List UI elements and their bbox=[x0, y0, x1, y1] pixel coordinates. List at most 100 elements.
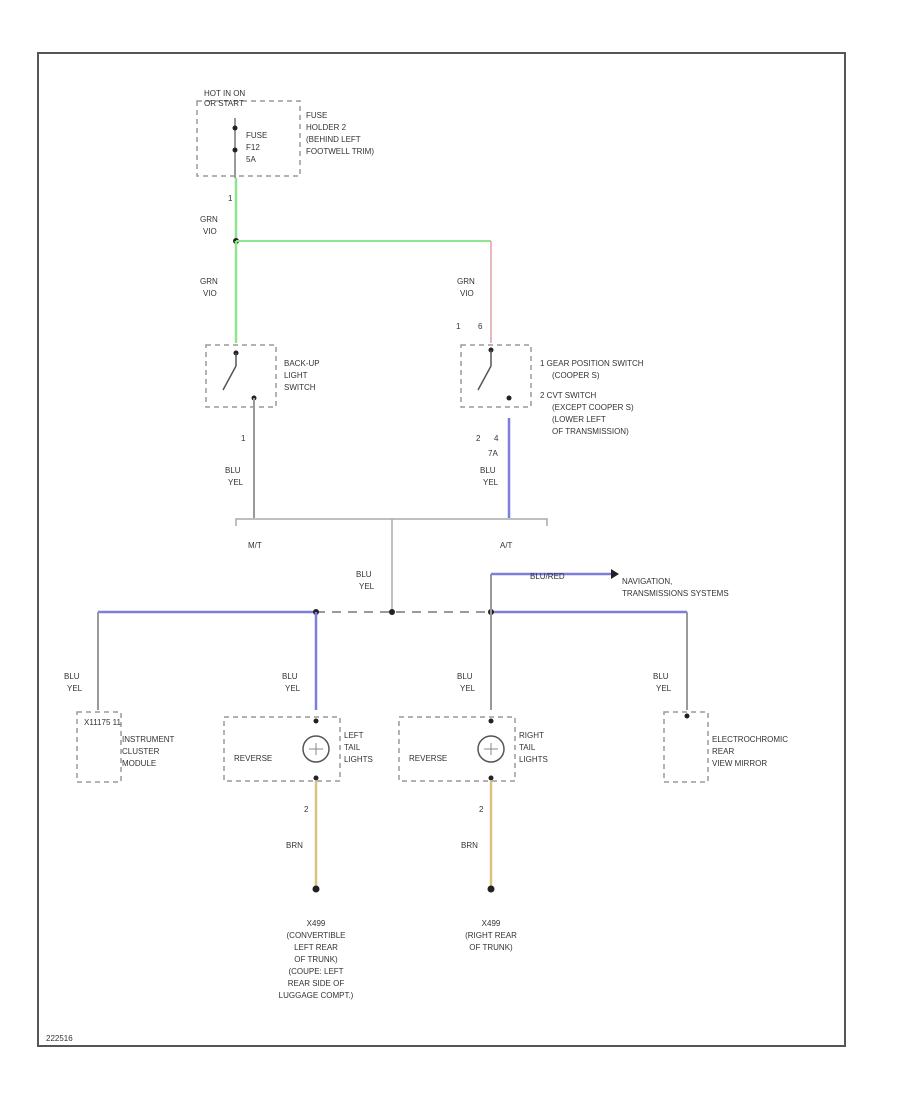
fuse-label-line2: F12 bbox=[246, 143, 260, 152]
instrument-cluster-module: X11175 11 INSTRUMENT CLUSTER MODULE bbox=[76, 711, 175, 783]
gear-switch-pin-bottom-c: 7A bbox=[488, 449, 498, 458]
gear-switch-line6: OF TRANSMISSION) bbox=[552, 427, 629, 436]
gear-switch-line4: (EXCEPT COOPER S) bbox=[552, 403, 634, 412]
wire-label-blu-mirror: BLU bbox=[653, 672, 669, 681]
left-tail-line1: LEFT bbox=[344, 731, 364, 740]
wire-label-yel-at: YEL bbox=[483, 478, 499, 487]
right-tail-terminal-bottom bbox=[488, 775, 494, 781]
wire-label-brn-left: BRN bbox=[286, 841, 303, 850]
right-tail-lights: REVERSE RIGHT TAIL LIGHTS 2 BRN bbox=[398, 716, 548, 893]
left-tail-pin: 2 bbox=[304, 805, 309, 814]
left-ground-line3: LEFT REAR bbox=[294, 943, 338, 952]
fuse-holder-line2: HOLDER 2 bbox=[306, 123, 347, 132]
left-ground-line7: LUGGAGE COMPT.) bbox=[279, 991, 354, 1000]
left-tail-terminal-bottom bbox=[313, 775, 319, 781]
left-ground-line2: (CONVERTIBLE bbox=[287, 931, 346, 940]
right-tail-line3: LIGHTS bbox=[519, 755, 548, 764]
gear-switch-line1: 1 GEAR POSITION SWITCH bbox=[540, 359, 644, 368]
gear-switch-pin-top-a: 1 bbox=[456, 322, 461, 331]
option-label-mt: M/T bbox=[248, 541, 262, 550]
gear-switch-line2: (COOPER S) bbox=[552, 371, 600, 380]
instrument-cluster-line3: MODULE bbox=[122, 759, 156, 768]
wire-label-blu-red: BLU/RED bbox=[530, 572, 565, 581]
wire-label-blu-rt: BLU bbox=[457, 672, 473, 681]
mirror-line3: VIEW MIRROR bbox=[712, 759, 767, 768]
diagram-frame bbox=[37, 52, 846, 1047]
left-tail-outline bbox=[223, 716, 341, 782]
wire-label-blu-ic: BLU bbox=[64, 672, 80, 681]
ground-node-right bbox=[487, 885, 495, 893]
left-reverse-bulb-icon bbox=[302, 735, 330, 763]
fuse-holder-outline bbox=[196, 100, 301, 177]
wire-label-yel-mt: YEL bbox=[228, 478, 244, 487]
wire-label-yel-lt: YEL bbox=[285, 684, 301, 693]
fuse-terminal-top bbox=[232, 125, 238, 131]
wire-label-blu-center: BLU bbox=[356, 570, 372, 579]
gear-switch-line3: 2 CVT SWITCH bbox=[540, 391, 597, 400]
gear-switch-terminal-bottom bbox=[506, 395, 512, 401]
backup-switch-outline bbox=[205, 344, 277, 408]
right-bulb-filament bbox=[484, 743, 498, 755]
left-ground-line6: REAR SIDE OF bbox=[288, 979, 345, 988]
gear-position-switch: 1 6 1 GEAR POSITION SWITCH (COOPER S) 2 … bbox=[456, 322, 644, 518]
mirror-line2: REAR bbox=[712, 747, 734, 756]
left-tail-terminal-top bbox=[313, 718, 319, 724]
fuse-label-line3: 5A bbox=[246, 155, 256, 164]
wire-label-brn-right: BRN bbox=[461, 841, 478, 850]
footer-code: 222516 bbox=[46, 1034, 73, 1043]
navigation-line2: TRANSMISSIONS SYSTEMS bbox=[622, 589, 729, 598]
right-reverse-bulb-icon bbox=[477, 735, 505, 763]
wire-label-yel-mirror: YEL bbox=[656, 684, 672, 693]
right-tail-reverse: REVERSE bbox=[409, 754, 447, 763]
fuse-output-pin: 1 bbox=[228, 194, 233, 203]
right-ground-label: X499 (RIGHT REAR OF TRUNK) bbox=[465, 919, 517, 952]
wire-label-yel-ic: YEL bbox=[67, 684, 83, 693]
splice-center bbox=[389, 609, 395, 615]
wire-label-yel-rt: YEL bbox=[460, 684, 476, 693]
gear-switch-outline bbox=[460, 344, 532, 408]
wire-label-blu-lt: BLU bbox=[282, 672, 298, 681]
fuse-header-line1: HOT IN ON bbox=[204, 89, 245, 98]
navigation-line1: NAVIGATION, bbox=[622, 577, 672, 586]
wire-label-grn-upper: GRN bbox=[200, 215, 218, 224]
transmission-option-bus: M/T A/T BLU YEL bbox=[235, 518, 548, 612]
mirror-line1: ELECTROCHROMIC bbox=[712, 735, 788, 744]
fuse-header-line2: OR START bbox=[204, 99, 244, 108]
right-tail-pin: 2 bbox=[479, 805, 484, 814]
left-tail-lights: REVERSE LEFT TAIL LIGHTS 2 BRN bbox=[223, 716, 373, 893]
mirror-outline bbox=[663, 711, 709, 783]
fuse-block: HOT IN ON OR START FUSE F12 5A FUSE HOLD… bbox=[196, 89, 374, 203]
wire-label-blu-at: BLU bbox=[480, 466, 496, 475]
wire-label-blu-mt: BLU bbox=[225, 466, 241, 475]
navigation-branch: BLU/RED NAVIGATION, TRANSMISSIONS SYSTEM… bbox=[490, 569, 729, 612]
gear-switch-pin-top-b: 6 bbox=[478, 322, 483, 331]
left-bulb-filament bbox=[309, 743, 323, 755]
left-ground-line5: (COUPE: LEFT bbox=[288, 967, 343, 976]
mirror-terminal bbox=[684, 713, 690, 719]
wire-label-vio-left: VIO bbox=[203, 289, 217, 298]
instrument-cluster-connector: X11175 11 bbox=[84, 718, 121, 727]
instrument-cluster-line2: CLUSTER bbox=[122, 747, 160, 756]
ground-node-left bbox=[312, 885, 320, 893]
backup-light-switch: BACK-UP LIGHT SWITCH 1 BLU YEL bbox=[205, 344, 320, 518]
instrument-cluster-outline bbox=[76, 711, 122, 783]
left-tail-reverse: REVERSE bbox=[234, 754, 272, 763]
electrochromic-mirror: ELECTROCHROMIC REAR VIEW MIRROR bbox=[663, 711, 788, 783]
right-ground-line1: X499 bbox=[482, 919, 501, 928]
backup-switch-blade bbox=[222, 365, 237, 391]
wire-label-vio-upper: VIO bbox=[203, 227, 217, 236]
fuse-label-line1: FUSE bbox=[246, 131, 267, 140]
backup-switch-line2: LIGHT bbox=[284, 371, 308, 380]
right-tail-terminal-top bbox=[488, 718, 494, 724]
supply-wires: GRN VIO GRN VIO GRN VIO bbox=[200, 178, 492, 343]
gear-switch-pin-bottom-b: 4 bbox=[494, 434, 499, 443]
right-ground-line2: (RIGHT REAR bbox=[465, 931, 517, 940]
wire-label-yel-center: YEL bbox=[359, 582, 375, 591]
left-ground-line4: OF TRUNK) bbox=[294, 955, 338, 964]
distribution-bus: BLU YEL BLU YEL BLU YEL BLU YEL bbox=[64, 609, 688, 710]
backup-switch-pin-bottom: 1 bbox=[241, 434, 246, 443]
instrument-cluster-line1: INSTRUMENT bbox=[122, 735, 175, 744]
fuse-holder-line4: FOOTWELL TRIM) bbox=[306, 147, 374, 156]
left-tail-line2: TAIL bbox=[344, 743, 361, 752]
